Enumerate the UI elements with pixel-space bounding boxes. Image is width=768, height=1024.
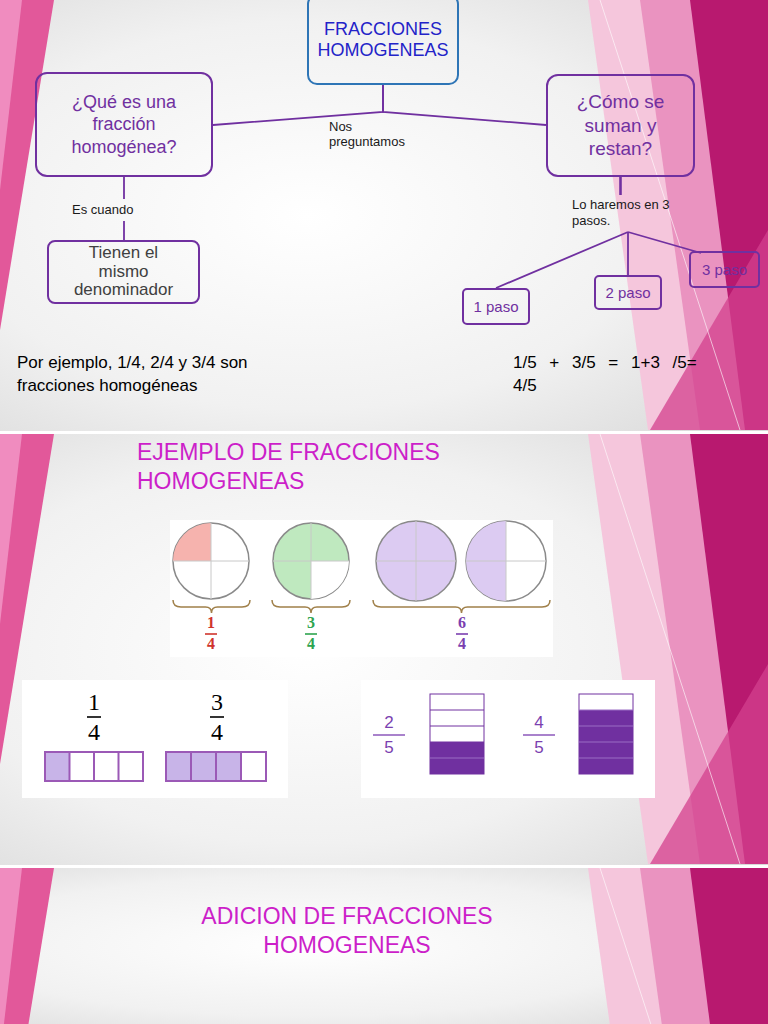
bar-divider xyxy=(430,742,484,743)
fraction-bar-model xyxy=(579,694,633,774)
bar-divider xyxy=(93,752,95,781)
fraction-digit: 4 xyxy=(524,713,554,732)
box-text: 2 paso xyxy=(605,285,650,300)
title-box: FRACCIONES HOMOGENEAS xyxy=(307,0,459,85)
bar-dividers xyxy=(191,752,241,781)
bar-divider xyxy=(240,752,242,781)
connector-note: Nos preguntamos xyxy=(329,119,421,149)
fraction-digit: 4 xyxy=(79,719,109,745)
fraction-digit: 3 xyxy=(202,689,232,715)
bar-cell-filled xyxy=(166,752,241,781)
fraction-digit: 1 xyxy=(79,689,109,715)
fraction-bar xyxy=(210,716,224,718)
brace xyxy=(173,600,250,613)
fraction-digit: 4 xyxy=(196,635,226,653)
illustration-panel xyxy=(170,520,553,657)
question-box: ¿Qué es una fracción homogénea? xyxy=(35,72,213,177)
fraction-bar-model xyxy=(45,752,143,781)
fraction-digit: 3 xyxy=(296,614,326,632)
slide-decoration xyxy=(0,0,768,430)
fraction-circle xyxy=(376,521,456,601)
fraction-circle xyxy=(173,523,249,599)
fraction-digit: 4 xyxy=(447,635,477,653)
slide xyxy=(0,434,768,865)
bar-cell-filled xyxy=(430,742,484,774)
bar-divider xyxy=(579,742,633,743)
bar-divider xyxy=(118,752,120,781)
fraction-bar xyxy=(523,734,555,735)
slide xyxy=(0,0,768,431)
fraction-bar xyxy=(456,633,468,635)
fraction-digit: 4 xyxy=(296,635,326,653)
illustration-panel xyxy=(22,680,288,798)
bar-dividers xyxy=(430,710,484,742)
bar-divider xyxy=(430,758,484,759)
circle-divider xyxy=(311,523,312,599)
connector-label: Es cuando xyxy=(72,202,152,217)
bar-cell-filled xyxy=(45,752,70,781)
fraction-digit: 5 xyxy=(374,738,404,757)
bar-divider xyxy=(190,752,192,781)
bar-cell-filled xyxy=(579,710,633,774)
circle-divider xyxy=(506,521,507,601)
example-sum: 1/5 + 3/5 = 1+3 /5= 4/5 xyxy=(513,351,718,397)
fraction-digit: 5 xyxy=(524,738,554,757)
fraction-circle xyxy=(466,521,546,601)
fraction-digit: 6 xyxy=(447,614,477,632)
step-box: 3 paso xyxy=(689,251,760,288)
box-text: ¿Qué es una fracción homogénea? xyxy=(45,91,203,159)
connector-line xyxy=(621,177,629,275)
fraction-digit: 1 xyxy=(196,614,226,632)
box-text: 1 paso xyxy=(473,299,518,314)
slide-decoration xyxy=(0,434,768,864)
slide-title: EJEMPLO DE FRACCIONES HOMOGENEAS xyxy=(137,438,482,496)
circle-divider xyxy=(416,521,417,601)
brace xyxy=(272,600,350,613)
brace xyxy=(373,600,550,613)
bar-divider xyxy=(579,710,633,711)
bar-dividers xyxy=(579,710,633,758)
fraction-bar xyxy=(373,734,405,735)
step-box: 2 paso xyxy=(594,275,662,310)
bar-divider xyxy=(579,726,633,727)
slide-decoration xyxy=(0,868,768,1024)
fraction-bar xyxy=(305,633,317,635)
circle-part xyxy=(173,523,211,561)
fraction-bar xyxy=(205,633,217,635)
braces xyxy=(173,600,550,613)
box-text: 3 paso xyxy=(702,262,747,277)
fraction-bar xyxy=(87,716,101,718)
slide-title: ADICION DE FRACCIONES HOMOGENEAS xyxy=(167,902,527,960)
illustration-panel xyxy=(361,680,655,798)
example-note: Por ejemplo, 1/4, 2/4 y 3/4 son fraccion… xyxy=(17,351,309,397)
answer-box: Tienen el mismo denominador xyxy=(47,240,200,304)
fraction-digit: 2 xyxy=(374,713,404,732)
question-box: ¿Cómo se suman y restan? xyxy=(546,74,695,177)
connector-note: Lo haremos en 3 pasos. xyxy=(572,197,670,229)
fraction-digit: 4 xyxy=(202,719,232,745)
fraction-bar-model xyxy=(430,694,484,774)
box-text: Tienen el mismo denominador xyxy=(65,244,182,300)
circle-divider xyxy=(211,523,212,599)
box-text: ¿Cómo se suman y restan? xyxy=(556,90,685,161)
bar-divider xyxy=(215,752,217,781)
step-box: 1 paso xyxy=(462,288,530,325)
bar-dividers xyxy=(70,752,119,781)
connector-line xyxy=(213,85,383,125)
bar-dividers xyxy=(430,758,484,759)
bar-divider xyxy=(430,726,484,727)
fraction-bar-model xyxy=(166,752,266,781)
bar-divider xyxy=(430,710,484,711)
connector-line xyxy=(621,177,702,253)
circle-part xyxy=(311,561,349,599)
bar-divider xyxy=(579,758,633,759)
fraction-circle xyxy=(273,523,349,599)
connector-line xyxy=(496,177,628,288)
circle-dividers xyxy=(173,521,546,601)
connector-line xyxy=(383,85,546,125)
box-text: FRACCIONES HOMOGENEAS xyxy=(313,19,453,60)
bar-divider xyxy=(69,752,71,781)
